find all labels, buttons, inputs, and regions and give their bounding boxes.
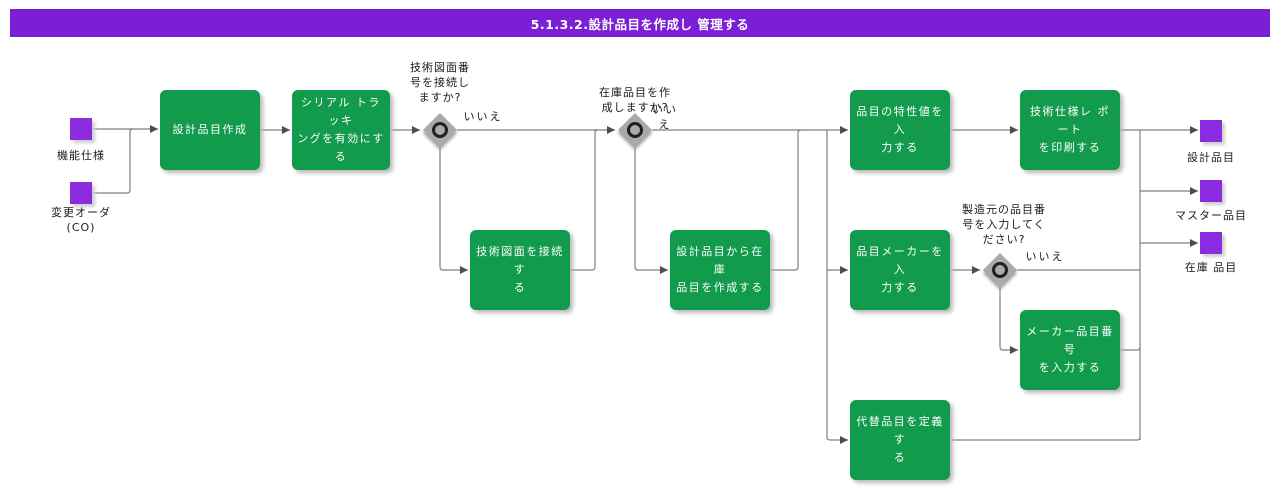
task-enter-manufacturer-item-number[interactable]: メーカー品目番号 を入力する	[1020, 310, 1120, 390]
artifact-functional-spec[interactable]	[70, 118, 92, 140]
connector-connectdrawing-return	[570, 129, 599, 271]
task-create-design-item[interactable]: 設計品目作成	[160, 90, 260, 170]
decision-circle-icon	[627, 122, 643, 138]
artifact-inventory-item[interactable]	[1200, 232, 1222, 254]
decision-connect-drawing[interactable]	[423, 113, 457, 147]
artifact-change-order[interactable]	[70, 182, 92, 204]
connector-createinventory-return	[770, 129, 802, 271]
task-print-tech-spec-report[interactable]: 技術仕様レ ポート を印刷する	[1020, 90, 1120, 170]
decision-circle-icon	[432, 122, 448, 138]
task-enable-serial-tracking[interactable]: シリアル トラッキ ングを有効にする	[292, 90, 390, 170]
artifact-master-item-label: マスター品目	[1175, 209, 1247, 222]
diagram-title-bar: 5.1.3.2.設計品目を作成し 管理する	[10, 9, 1270, 37]
branch-label-no-1: いいえ	[463, 110, 503, 123]
artifact-functional-spec-label: 機能仕様	[57, 149, 105, 162]
task-connect-drawing[interactable]: 技術図面を接続す る	[470, 230, 570, 310]
branch-label-no-2: いい え	[652, 103, 678, 131]
task-enter-item-manufacturer[interactable]: 品目メーカーを入 力する	[850, 230, 950, 310]
decision-create-inventory[interactable]	[618, 113, 652, 147]
connector-changeorder-merge	[92, 128, 134, 194]
artifact-inventory-item-label: 在庫 品目	[1184, 261, 1238, 274]
decision-enter-mfr-number[interactable]	[983, 253, 1017, 287]
artifact-design-item-label: 設計品目	[1187, 151, 1235, 164]
connector-mfrnumber-merge	[1120, 346, 1141, 351]
branch-label-no-3: いいえ	[1025, 250, 1065, 263]
task-create-inventory-from-design[interactable]: 設計品目から在庫 品目を作成する	[670, 230, 770, 310]
decision-create-inventory-question: 在庫品目を作 成しますか?	[599, 86, 671, 114]
task-define-alternate-items[interactable]: 代替品目を定義す る	[850, 400, 950, 480]
decision-connect-drawing-question: 技術図面番 号を接続し ますか?	[410, 61, 470, 104]
artifact-design-item[interactable]	[1200, 120, 1222, 142]
task-enter-item-characteristics[interactable]: 品目の特性値を入 力する	[850, 90, 950, 170]
connector-split-to-alternate	[826, 130, 848, 444]
connector-alternate-merge	[950, 436, 1141, 441]
connector-d1-down-to-connectdrawing	[439, 147, 468, 274]
connector-d3-down-to-mfrnumber	[999, 287, 1018, 354]
artifact-change-order-label: 変更オーダ (CO)	[51, 206, 111, 234]
decision-circle-icon	[992, 262, 1008, 278]
artifact-master-item[interactable]	[1200, 180, 1222, 202]
connector-d2-down-to-createinventory	[634, 147, 668, 274]
decision-enter-mfr-number-question: 製造元の品目番 号を入力してく ださい?	[962, 203, 1046, 246]
page-title: 5.1.3.2.設計品目を作成し 管理する	[530, 16, 750, 32]
